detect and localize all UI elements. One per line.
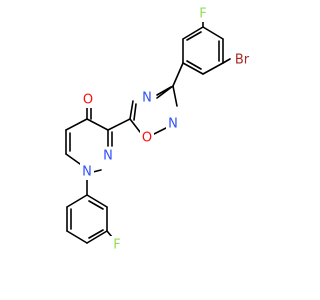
bond [153, 127, 167, 135]
bond-layer [65, 21, 231, 244]
molecule-canvas: F Br N O N O N N F [65, 5, 255, 253]
atom-label-f-top: F [199, 7, 206, 22]
bond [66, 230, 88, 244]
bond [86, 194, 108, 208]
bond [186, 60, 202, 70]
bond [86, 118, 109, 131]
bond [172, 62, 184, 87]
bond [88, 229, 104, 239]
atom-label-o-oxadiazole: O [142, 131, 152, 146]
bond [65, 118, 88, 131]
atom-label-layer: F Br N O N O N N F [80, 5, 255, 253]
bond [65, 153, 81, 165]
bond [107, 118, 131, 131]
atom-label-n-pyridazine-left: N [82, 165, 92, 180]
bond [133, 103, 137, 121]
bond [222, 58, 231, 64]
atom-label-n-oxadiazole-top: N [142, 91, 152, 106]
bond [156, 86, 172, 96]
bond [66, 194, 88, 208]
bond [172, 85, 178, 107]
bond [202, 26, 224, 40]
atom-label-br: Br [235, 53, 250, 68]
bond [92, 169, 102, 173]
bond [88, 200, 104, 210]
atom-label-o-carbonyl: O [83, 93, 93, 108]
bond [182, 62, 204, 75]
bond [86, 230, 108, 244]
atom-label-f-bottom: F [113, 238, 120, 253]
bond [129, 100, 134, 120]
bond [182, 26, 204, 40]
atom-label-n-oxadiazole-bottom: N [168, 117, 178, 132]
bond [186, 31, 202, 41]
bond [129, 118, 141, 133]
atom-label-n-pyridazine-right: N [103, 149, 113, 164]
bond [202, 62, 224, 75]
molecule-structure: F Br N O N O N N F [65, 5, 255, 253]
